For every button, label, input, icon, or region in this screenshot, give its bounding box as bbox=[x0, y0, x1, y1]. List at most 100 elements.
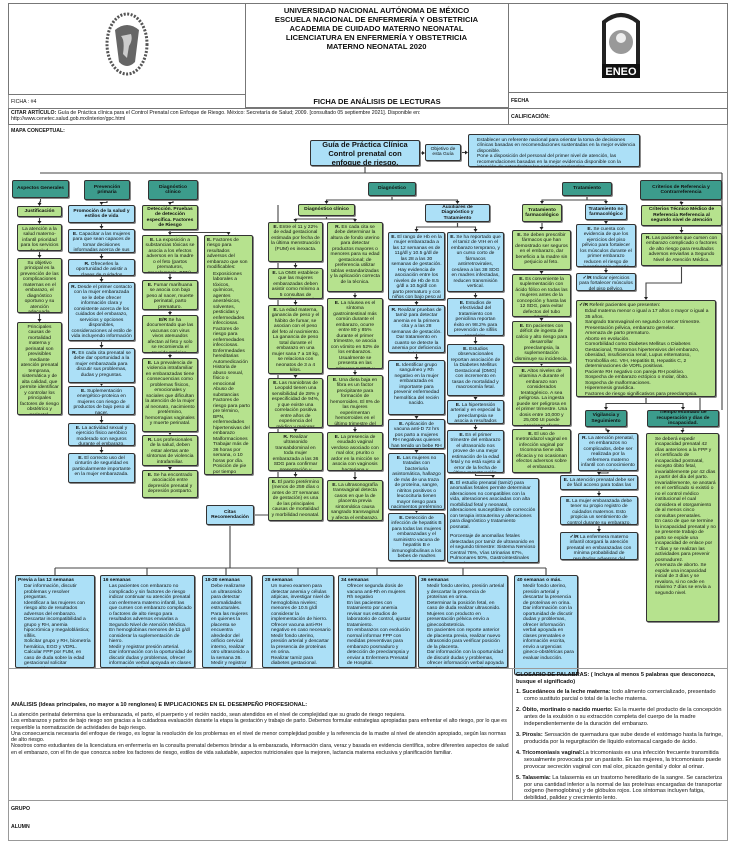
institution-heading: UNIVERSIDAD NACIONAL AUTÓNOMA DE MÉXICO … bbox=[245, 6, 508, 51]
arrowhead-icon bbox=[37, 319, 42, 322]
concept-box: E. El correcto uso del cinturón de segur… bbox=[68, 453, 135, 483]
box-text: Una dieta baja en fibra es un factor pre… bbox=[330, 377, 380, 426]
section-header: Prevención primaria bbox=[84, 180, 130, 200]
concept-box: E. Se deben prescribir fármacos que han … bbox=[512, 230, 571, 270]
list-item: Dar información con la oportunidad de di… bbox=[427, 650, 505, 667]
box-text: El correcto uso del cinturón de segurida… bbox=[72, 455, 131, 478]
concept-box: E. El parto pretérmino (menos de 259 día… bbox=[268, 477, 323, 521]
grupo-label: GRUPO bbox=[11, 806, 31, 812]
list-item: Sospecha de malformaciones. bbox=[585, 381, 713, 387]
concept-box: E. Las maniobras de Leopold tienen una s… bbox=[268, 378, 323, 428]
box-text: Tratamiento bbox=[573, 186, 601, 192]
box-text: Diagnóstico clínico bbox=[159, 184, 187, 196]
box-text: Guía de Práctica Clínica Control prenata… bbox=[322, 140, 408, 166]
arrowhead-icon bbox=[37, 221, 42, 224]
box-title: 34 semanas bbox=[341, 577, 369, 583]
evidence-tag: E. bbox=[78, 455, 83, 461]
list-item: Se deberá expedir incapacidad prenatal 4… bbox=[655, 437, 716, 481]
box-text: El parto pretérmino (menos de 259 días o… bbox=[271, 479, 320, 518]
box-list: Medir fondo uterino, presión arterial y … bbox=[427, 584, 505, 667]
concept-box: 36 semanasMedir fondo uterino, presión a… bbox=[418, 575, 508, 668]
box-text: Fumar marihuana se asocia con bajo peso … bbox=[146, 282, 194, 310]
box-text: Detección de infección de hepatitis B pa… bbox=[391, 515, 442, 561]
list-item: Amenaza de aborto. Se expide una incapac… bbox=[655, 563, 716, 596]
list-item: Hiperemesis gravídica. bbox=[585, 386, 713, 392]
glossary-number: 3. bbox=[516, 732, 521, 739]
evidence-tag: E. bbox=[273, 307, 278, 313]
evidence-tag: ✓/R bbox=[582, 275, 592, 281]
box-text: Criterios de Referencia y Contrarreferen… bbox=[652, 184, 710, 196]
list-item: Identificar a las mujeres con riesgo alt… bbox=[24, 601, 92, 618]
arrowhead-icon bbox=[597, 472, 601, 475]
evidence-tag: R. bbox=[84, 261, 90, 267]
analysis-paragraph: Una consecuencia necesaria del enfoque d… bbox=[11, 730, 506, 744]
box-text: La prevalencia de violencia intrafamilia… bbox=[145, 360, 195, 427]
concept-box: 40 semanas o más.Medir fondo uterino, pr… bbox=[514, 575, 578, 675]
arrowhead-icon bbox=[414, 229, 419, 232]
box-text: Realizar pruebas de tamiz para detectar … bbox=[391, 307, 442, 353]
arrowhead-icon bbox=[353, 372, 357, 375]
box-text: Referir pacientes que presenten: bbox=[589, 302, 661, 308]
arrowhead-icon bbox=[99, 345, 104, 348]
connector-line bbox=[599, 471, 609, 474]
box-text: La atención prenatal debe ser de fácil a… bbox=[566, 477, 635, 490]
list-item: Medir fondo uterino, presión arterial y … bbox=[523, 584, 575, 606]
evidence-tag: R. bbox=[645, 235, 651, 241]
list-item: Invariablemente, se anotará en el certif… bbox=[655, 481, 716, 520]
list-item: Debe realizarse un ultrasonido para dete… bbox=[211, 584, 249, 612]
subsection-header: Diagnóstico clínico bbox=[298, 204, 355, 216]
concept-box: 34 semanasOfrecer segunda dosis de vacun… bbox=[338, 575, 416, 668]
box-text: Vigilancia y Seguimiento bbox=[591, 413, 621, 424]
glossary-number: 2. bbox=[516, 707, 521, 714]
arrowhead-icon bbox=[597, 493, 601, 496]
unam-seal-logo bbox=[105, 10, 150, 80]
section-header: Diagnóstico clínico bbox=[148, 180, 198, 200]
evidence-tag: R. bbox=[147, 437, 153, 443]
arrowhead-icon bbox=[99, 279, 104, 282]
divider bbox=[8, 668, 728, 669]
concept-box: E. Fumar marihuana se asocia con bajo pe… bbox=[142, 280, 198, 310]
citar-label: CITAR ARTÍCULO: bbox=[11, 110, 57, 116]
evidence-tag: E. bbox=[455, 402, 461, 408]
list-item: En hemoglobinas menores de 11 g/dl consi… bbox=[109, 628, 192, 645]
subsection-header: Auxiliares de Diagnóstico y Tratamiento bbox=[425, 204, 490, 222]
list-item: En embarazos con evolución normal inform… bbox=[347, 628, 413, 667]
list-item: Sospecha de embarazo ectópico o molar, ó… bbox=[585, 375, 713, 381]
analysis-paragraph: Nosotros como estudiantes de la licencia… bbox=[11, 743, 509, 756]
connector-line bbox=[645, 266, 683, 298]
arrowhead-icon bbox=[465, 150, 468, 155]
connector-line bbox=[474, 473, 494, 477]
institution-line: ESCUELA NACIONAL DE ENFERMERÍA Y OBSTETR… bbox=[274, 15, 479, 24]
evidence-tag: E/R bbox=[158, 317, 167, 323]
concept-box: ✓/R Indicar ejercicios para fortalecer m… bbox=[576, 273, 636, 291]
concept-box: R. Los profesionales de la salud, deben … bbox=[142, 435, 198, 466]
section-header: Tiempo estimado de recuperación y días d… bbox=[647, 410, 719, 427]
glossary-number: 4. bbox=[516, 750, 521, 757]
list-item: Un nuevo examen para detectar anemia y c… bbox=[271, 584, 331, 623]
arrowhead-icon bbox=[539, 318, 544, 321]
connector-line bbox=[456, 222, 477, 230]
box-text: Las mujeres no tratadas con bacteriuria … bbox=[391, 455, 442, 510]
list-item: Medir fondo uterino, presión arterial y … bbox=[427, 584, 505, 601]
evidence-tag: E. bbox=[147, 360, 153, 366]
calificacion-label: CALIFICACIÓN: bbox=[511, 114, 550, 120]
arrowhead-icon bbox=[455, 201, 460, 204]
box-text: Promoción de la salud y estilos de vida bbox=[73, 208, 130, 220]
evidence-tag: E. bbox=[517, 232, 522, 238]
box-text: Ofrecerles la oportunidad de asistir a c… bbox=[76, 261, 127, 276]
divider bbox=[512, 668, 513, 800]
box-text: Altos niveles de vitamina A durante el e… bbox=[515, 368, 568, 426]
concept-box: E. Identificar grupo sanguíneo y Rh nega… bbox=[388, 360, 445, 415]
box-text: La OMS establece que las mujeres embaraz… bbox=[271, 270, 320, 298]
glossary-term: Pirosis: bbox=[522, 732, 543, 739]
box-text: El rango de Hb en la mujer embarazada a … bbox=[391, 234, 442, 300]
box-list: Establecer un referente nacional para or… bbox=[477, 138, 637, 167]
arrowhead-icon bbox=[293, 429, 298, 432]
arrowhead-icon bbox=[414, 416, 419, 419]
arrowhead-icon bbox=[644, 297, 648, 300]
arrowhead-icon bbox=[226, 232, 231, 235]
box-text: Justificación bbox=[24, 208, 55, 214]
arrowhead-icon bbox=[353, 295, 357, 298]
box-text: Tratamiento farmacológico bbox=[525, 207, 559, 219]
concept-box: E. En pacientes con déficit de ingesta d… bbox=[512, 321, 571, 363]
